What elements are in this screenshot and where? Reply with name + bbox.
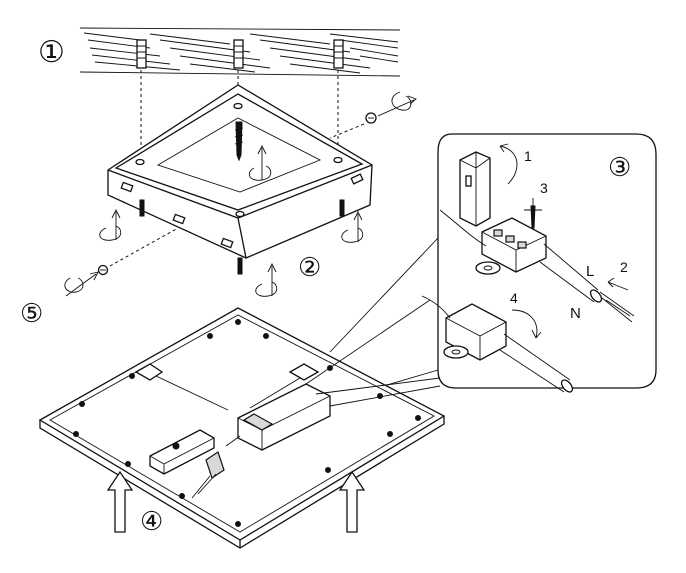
wire-ends [599,291,635,323]
step-3-marker: ③ [608,152,631,182]
rotate-arrow-icon [64,271,99,297]
cable [439,209,603,303]
step-3-number: ③ [608,152,631,182]
mounting-box [107,84,373,259]
detail-label-3: 3 [540,180,548,196]
step-4-number: ④ [140,506,163,536]
ceiling-hatch [79,27,401,77]
panel-bracket [134,363,320,411]
terminal-block [475,217,547,275]
step-4-marker: ④ [140,506,163,536]
rotate-arrow-icon [377,91,417,117]
step-2-marker: ② [298,252,321,282]
anchor-plug [136,39,147,69]
detail-label-4: 4 [510,290,518,306]
side-screw [365,112,377,124]
closed-terminal [421,295,574,393]
driver-mount [149,429,215,475]
anchor-plug [233,39,244,69]
mounting-screw [234,121,244,162]
rotate-arrow-icon [248,144,272,181]
alignment-line [109,227,179,267]
terminal-screw [524,198,542,229]
neutral-label: N [570,305,581,322]
step-5-number: ⑤ [20,298,43,328]
leveling-feet [139,199,345,275]
alignment-line [329,123,365,139]
live-label: L [586,263,594,280]
step-1-number: ① [38,36,65,69]
panel-connector [191,435,241,499]
side-screw [97,264,109,276]
up-arrow-icon [338,470,366,533]
rotate-arrow-icon [341,210,364,243]
mounting-bracket [459,151,491,227]
anchor-plug [333,39,344,69]
detail-label-2: 2 [620,259,628,275]
rotate-arrow-icon [511,309,542,339]
insert-arrow-icon [607,277,629,291]
rotate-arrow-icon [255,262,278,297]
step-5-marker: ⑤ [20,298,43,328]
rotate-arrow-icon [99,208,122,241]
step-2-number: ② [298,252,321,282]
up-arrow-icon [106,470,134,533]
step-1-marker: ① [38,36,65,69]
rotate-arrow-icon [499,143,518,185]
supply-cable [305,299,441,407]
detail-label-1: 1 [524,148,532,164]
